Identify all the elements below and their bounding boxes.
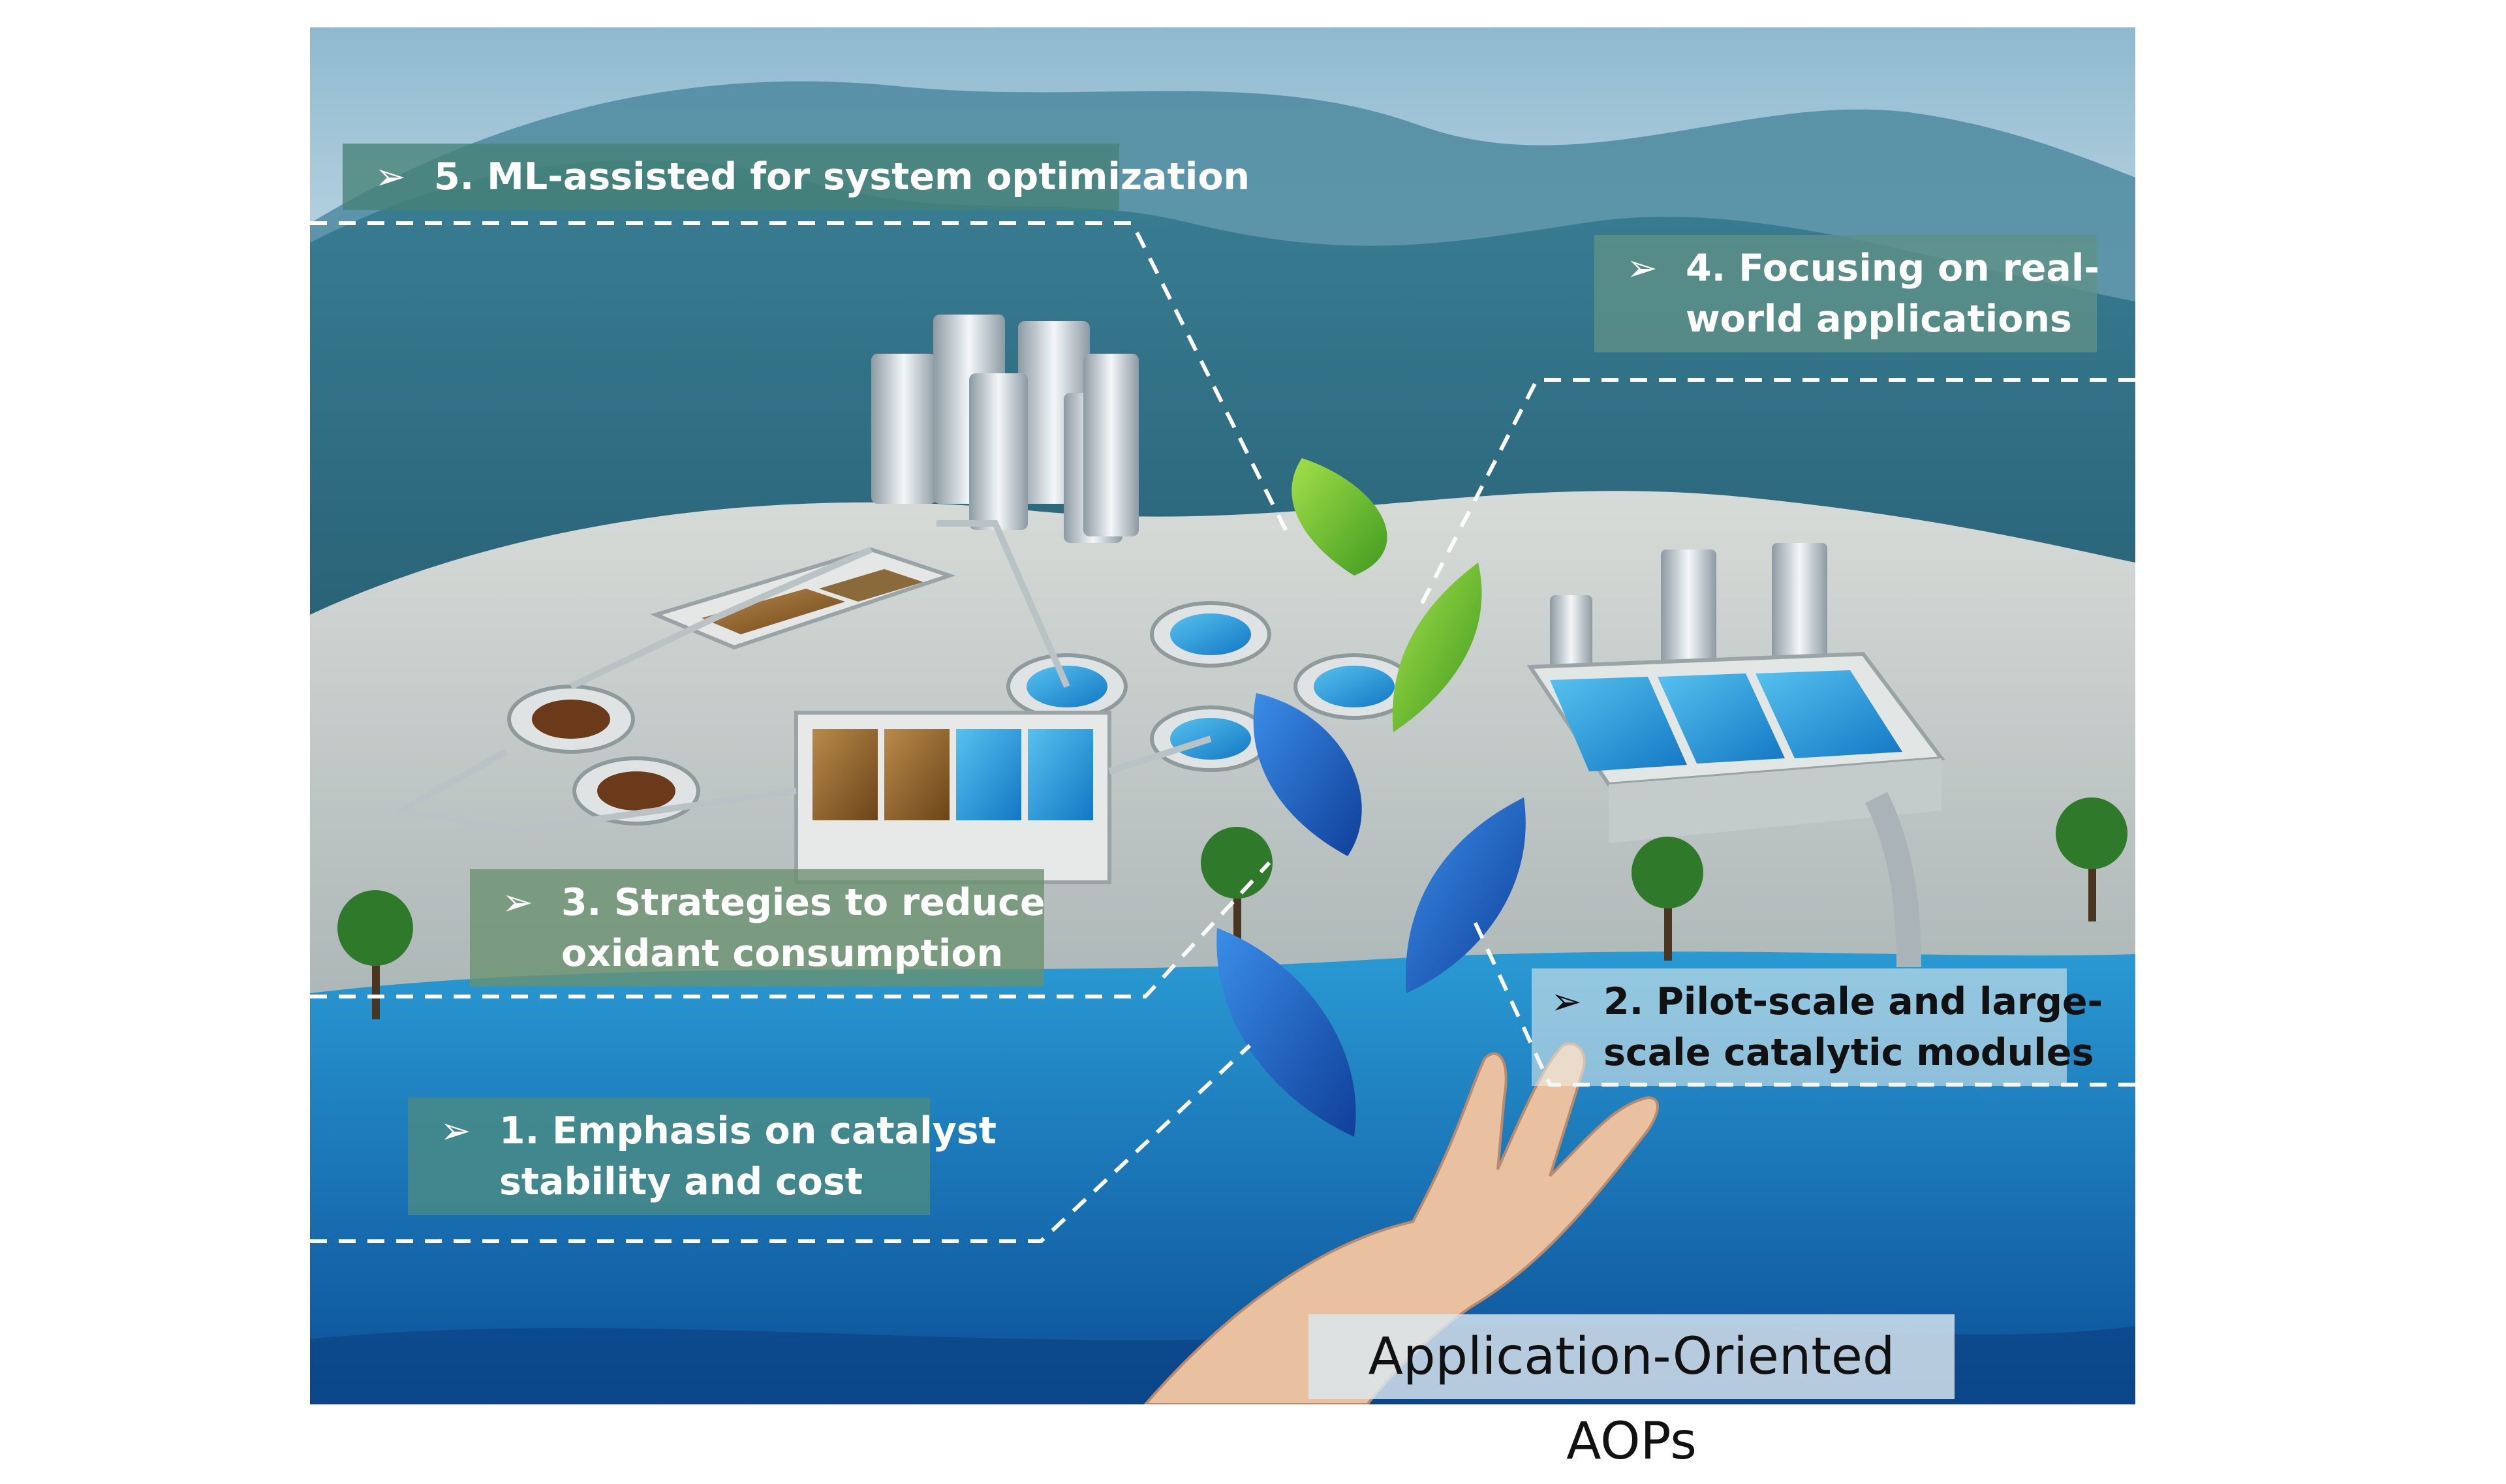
- leaf-icon: [1216, 928, 1356, 1137]
- label-text: 3. Strategies to reduce: [561, 881, 1045, 924]
- label-text: oxidant consumption: [561, 932, 1004, 975]
- leaf-icon: [1253, 693, 1362, 856]
- storage-tank-icon: [1550, 543, 1827, 680]
- arrow-bullet-icon: ➢: [1626, 247, 1658, 290]
- arrow-bullet-icon: ➢: [375, 155, 406, 198]
- label-text: scale catalytic modules: [1603, 1031, 2094, 1074]
- tree-icon: [2056, 797, 2127, 921]
- connector-line-1: [310, 1043, 1252, 1243]
- tree-icon: [1632, 837, 1703, 961]
- storage-tank-icon: [871, 315, 1139, 543]
- figure-title: Application-Oriented AOPs: [1308, 1314, 1955, 1471]
- label-step-2: ➢ 2. Pilot-scale and large- scale cataly…: [1532, 968, 2103, 1086]
- outlet-pipe-icon: [1864, 792, 1921, 968]
- treatment-basin-icon: [794, 711, 1111, 884]
- label-text: 2. Pilot-scale and large-: [1603, 980, 2103, 1023]
- label-step-1: ➢ 1. Emphasis on catalyst stability and …: [408, 1098, 997, 1215]
- arrow-bullet-icon: ➢: [502, 881, 533, 924]
- leaf-icon: [1392, 563, 1482, 732]
- label-text: world applications: [1686, 298, 2072, 341]
- pipeline: [392, 520, 1212, 834]
- tree-icon: [337, 890, 413, 1019]
- label-step-4: ➢ 4. Focusing on real- world application…: [1594, 235, 2100, 352]
- tree-icon: [1201, 827, 1273, 948]
- treatment-basin-icon: [1526, 651, 1945, 843]
- label-text: 1. Emphasis on catalyst: [499, 1109, 997, 1152]
- treatment-basin-icon: [650, 547, 956, 650]
- label-text: 5. ML-assisted for system optimization: [434, 155, 1250, 198]
- connector-line-5: [310, 221, 1291, 538]
- label-text: stability and cost: [499, 1160, 863, 1203]
- arrow-bullet-icon: ➢: [1551, 980, 1582, 1023]
- leaf-icon: [1292, 458, 1387, 576]
- label-step-5: ➢ 5. ML-assisted for system optimization: [343, 144, 1250, 210]
- leaf-icon: [1406, 797, 1526, 993]
- label-text: 4. Focusing on real-: [1686, 247, 2100, 290]
- illustration-scene: ➢ 5. ML-assisted for system optimization…: [310, 27, 2135, 1471]
- arrow-bullet-icon: ➢: [440, 1109, 471, 1152]
- label-step-3: ➢ 3. Strategies to reduce oxidant consum…: [470, 869, 1045, 987]
- connector-line-3: [310, 861, 1271, 998]
